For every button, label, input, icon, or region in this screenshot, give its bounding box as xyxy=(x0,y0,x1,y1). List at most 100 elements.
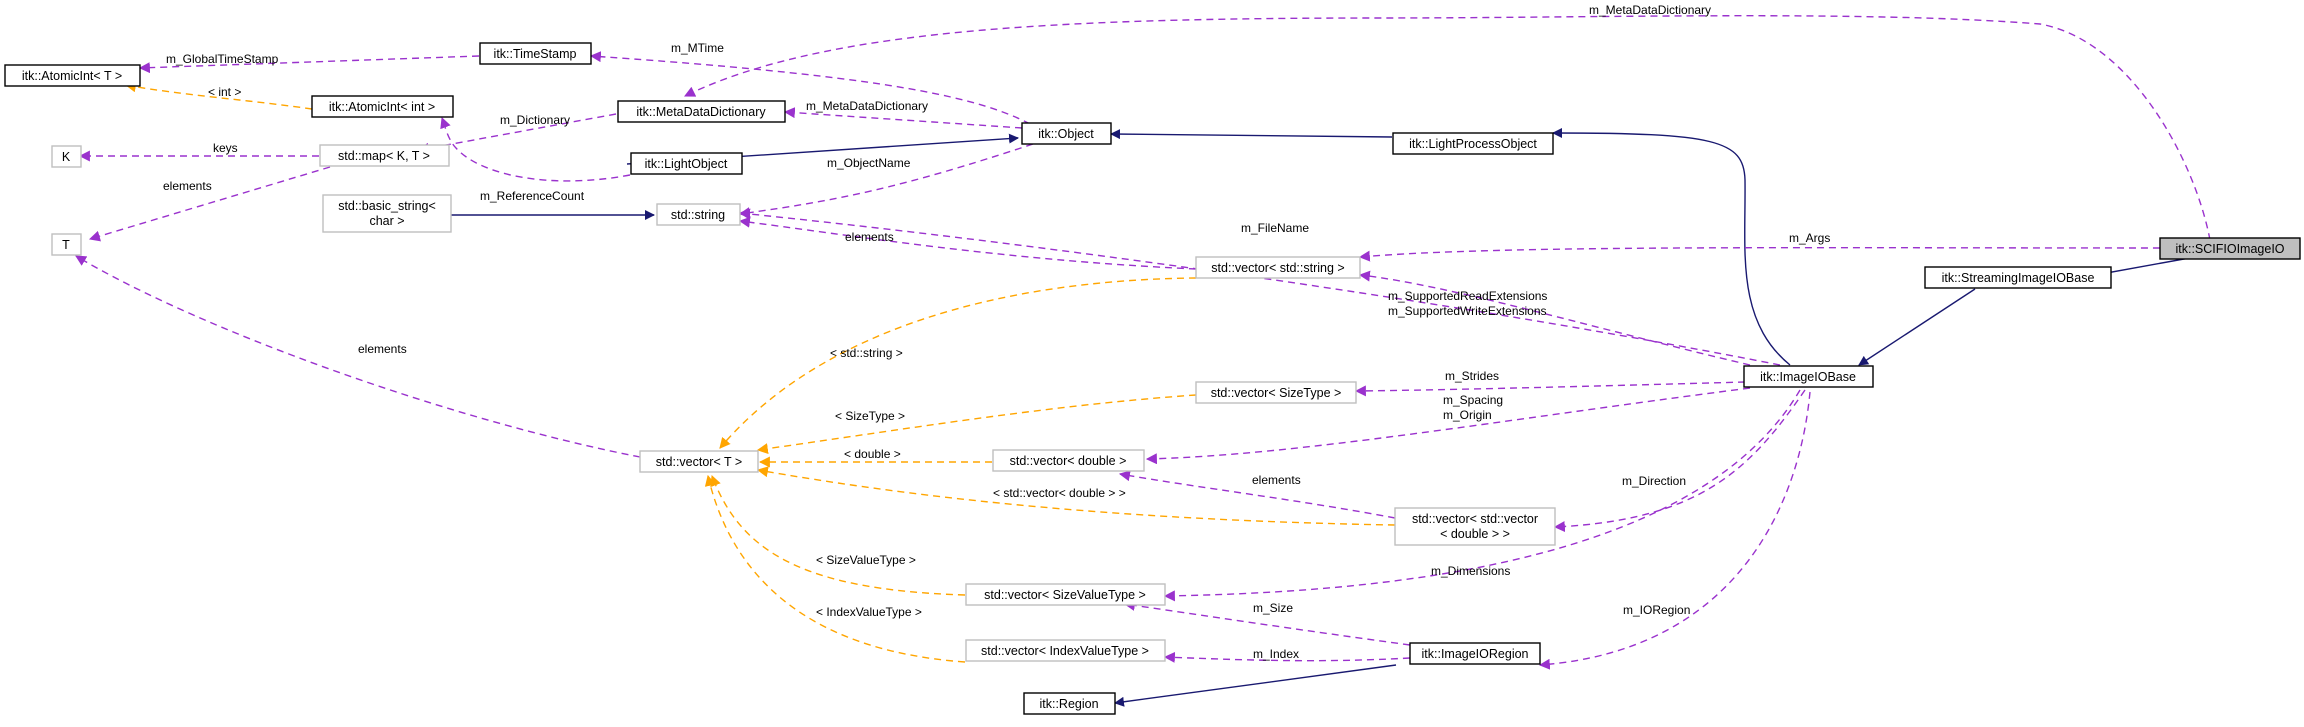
edges xyxy=(75,15,2211,707)
edge-m-objectname xyxy=(738,143,1034,219)
node-lightobject[interactable]: itk::LightObject xyxy=(630,152,743,175)
svg-text:std::vector< std::vector: std::vector< std::vector xyxy=(1412,512,1538,526)
label-vecdouble-tmpl: < std::vector< double > > xyxy=(993,486,1126,500)
node-vector-vector-double[interactable]: std::vector< std::vector < double > > xyxy=(1394,507,1556,546)
label-m-metadatadictionary-top: m_MetaDataDictionary xyxy=(1589,3,1711,17)
edge-m-direction xyxy=(1553,389,1806,533)
label-m-strides: m_Strides xyxy=(1445,369,1499,383)
svg-text:char >: char > xyxy=(369,214,404,228)
edge-m-dictionary xyxy=(417,113,617,154)
svg-text:itk::SCIFIOImageIO: itk::SCIFIOImageIO xyxy=(2175,242,2284,256)
edge-m-supportedextensions xyxy=(1358,270,1751,366)
node-vector-string[interactable]: std::vector< std::string > xyxy=(1195,256,1361,279)
label-m-origin: m_Origin xyxy=(1443,408,1492,422)
svg-text:std::vector< IndexValueType >: std::vector< IndexValueType > xyxy=(981,644,1149,658)
node-scifioimageio[interactable]: itk::SCIFIOImageIO xyxy=(2159,237,2301,260)
label-elements-string: elements xyxy=(845,230,894,244)
label-indexvaluetype-tmpl: < IndexValueType > xyxy=(816,605,922,619)
label-int-tmpl: < int > xyxy=(208,85,241,99)
label-sizevaluetype-tmpl: < SizeValueType > xyxy=(816,553,916,567)
svg-text:itk::MetaDataDictionary: itk::MetaDataDictionary xyxy=(636,105,766,119)
edge-m-metadatadictionary-top xyxy=(684,15,2211,241)
svg-text:std::string: std::string xyxy=(671,208,725,222)
node-vector-t[interactable]: std::vector< T > xyxy=(639,450,759,473)
label-m-mtime: m_MTime xyxy=(671,41,724,55)
label-m-referencecount: m_ReferenceCount xyxy=(480,189,585,203)
edge-m-strides xyxy=(1354,381,1746,397)
label-m-objectname: m_ObjectName xyxy=(827,156,911,170)
node-streamingimageiobase[interactable]: itk::StreamingImageIOBase xyxy=(1924,266,2112,289)
node-basicstring[interactable]: std::basic_string< char > xyxy=(322,194,452,233)
edge-m-globaltimestamp xyxy=(138,55,480,74)
label-m-ioregion: m_IORegion xyxy=(1623,603,1690,617)
node-t[interactable]: T xyxy=(51,233,82,256)
edge-elements-map xyxy=(88,166,331,242)
node-k[interactable]: K xyxy=(51,145,82,168)
svg-text:std::vector< SizeType >: std::vector< SizeType > xyxy=(1211,386,1342,400)
edge-m-spacing-origin xyxy=(1145,387,1751,465)
svg-text:std::map< K, T >: std::map< K, T > xyxy=(338,149,430,163)
label-m-metadatadictionary: m_MetaDataDictionary xyxy=(806,99,928,113)
svg-text:itk::AtomicInt< int >: itk::AtomicInt< int > xyxy=(329,100,435,114)
svg-text:std::basic_string<: std::basic_string< xyxy=(338,199,436,213)
label-m-filename: m_FileName xyxy=(1241,221,1309,235)
nodes: itk::AtomicInt< T > itk::TimeStamp itk::… xyxy=(4,42,2301,715)
node-vector-double[interactable]: std::vector< double > xyxy=(992,449,1145,472)
node-imageioregion[interactable]: itk::ImageIORegion xyxy=(1409,642,1541,665)
node-lightprocessobject[interactable]: itk::LightProcessObject xyxy=(1392,132,1554,155)
label-m-args: m_Args xyxy=(1789,231,1830,245)
node-object[interactable]: itk::Object xyxy=(1021,122,1112,145)
label-m-index: m_Index xyxy=(1253,647,1299,661)
label-elements-double: elements xyxy=(1252,473,1301,487)
node-region[interactable]: itk::Region xyxy=(1023,692,1116,715)
node-vector-sizetype[interactable]: std::vector< SizeType > xyxy=(1195,381,1357,404)
svg-text:itk::ImageIORegion: itk::ImageIORegion xyxy=(1422,647,1529,661)
label-m-supportedwrite: m_SupportedWriteExtensions xyxy=(1388,304,1547,318)
edge-m-metadatadictionary xyxy=(783,107,1023,129)
label-m-globaltimestamp: m_GlobalTimeStamp xyxy=(166,52,279,66)
svg-text:itk::LightObject: itk::LightObject xyxy=(645,157,728,171)
edge-indexvaluetype-tmpl xyxy=(704,474,966,663)
node-timestamp[interactable]: itk::TimeStamp xyxy=(479,42,592,65)
label-stdstring-tmpl: < std::string > xyxy=(830,346,903,360)
label-m-direction: m_Direction xyxy=(1622,474,1686,488)
edge-m-dimensions xyxy=(1163,389,1801,602)
edge-sizevaluetype-tmpl xyxy=(710,474,966,596)
label-elements-t: elements xyxy=(358,342,407,356)
label-m-dictionary: m_Dictionary xyxy=(500,113,570,127)
svg-text:itk::Region: itk::Region xyxy=(1039,697,1098,711)
edge-m-size xyxy=(1123,599,1411,646)
label-m-dimensions: m_Dimensions xyxy=(1431,564,1510,578)
edge-imageiobase-to-lightprocessobject xyxy=(1552,128,1791,366)
svg-text:itk::ImageIOBase: itk::ImageIOBase xyxy=(1760,370,1856,384)
edge-m-mtime xyxy=(589,51,1031,125)
edge-imageioregion-to-region xyxy=(1114,664,1397,707)
node-imageiobase[interactable]: itk::ImageIOBase xyxy=(1743,365,1874,388)
svg-text:itk::AtomicInt< T >: itk::AtomicInt< T > xyxy=(22,69,122,83)
node-vector-indexvaluetype[interactable]: std::vector< IndexValueType > xyxy=(965,639,1166,662)
svg-text:itk::LightProcessObject: itk::LightProcessObject xyxy=(1409,137,1537,151)
edge-lightprocessobject-to-object xyxy=(1110,129,1393,140)
edge-stdstring-tmpl xyxy=(719,277,1197,449)
svg-text:< double > >: < double > > xyxy=(1440,527,1510,541)
svg-text:std::vector< SizeValueType >: std::vector< SizeValueType > xyxy=(984,588,1146,602)
svg-text:itk::TimeStamp: itk::TimeStamp xyxy=(494,47,577,61)
node-vector-sizevaluetype[interactable]: std::vector< SizeValueType > xyxy=(965,583,1166,606)
node-stdmap[interactable]: std::map< K, T > xyxy=(319,144,450,167)
node-metadatadictionary[interactable]: itk::MetaDataDictionary xyxy=(617,100,786,123)
label-elements-map: elements xyxy=(163,179,212,193)
edge-vecdouble-tmpl xyxy=(756,466,1396,526)
svg-text:std::vector< std::string >: std::vector< std::string > xyxy=(1211,261,1344,275)
edge-elements-double xyxy=(1118,470,1396,519)
node-stdstring[interactable]: std::string xyxy=(656,203,741,226)
label-double-tmpl: < double > xyxy=(844,447,901,461)
label-m-spacing: m_Spacing xyxy=(1443,393,1503,407)
node-atomicint-t[interactable]: itk::AtomicInt< T > xyxy=(4,64,141,87)
edge-sizetype-tmpl xyxy=(756,394,1197,455)
edge-m-filename xyxy=(738,208,1781,366)
node-atomicint-int[interactable]: itk::AtomicInt< int > xyxy=(311,95,454,118)
edge-streaming-to-imageiobase xyxy=(1858,288,1976,366)
edge-labels: m_GlobalTimeStamp < int > m_MTime m_Meta… xyxy=(163,3,1830,661)
svg-text:itk::Object: itk::Object xyxy=(1038,127,1094,141)
